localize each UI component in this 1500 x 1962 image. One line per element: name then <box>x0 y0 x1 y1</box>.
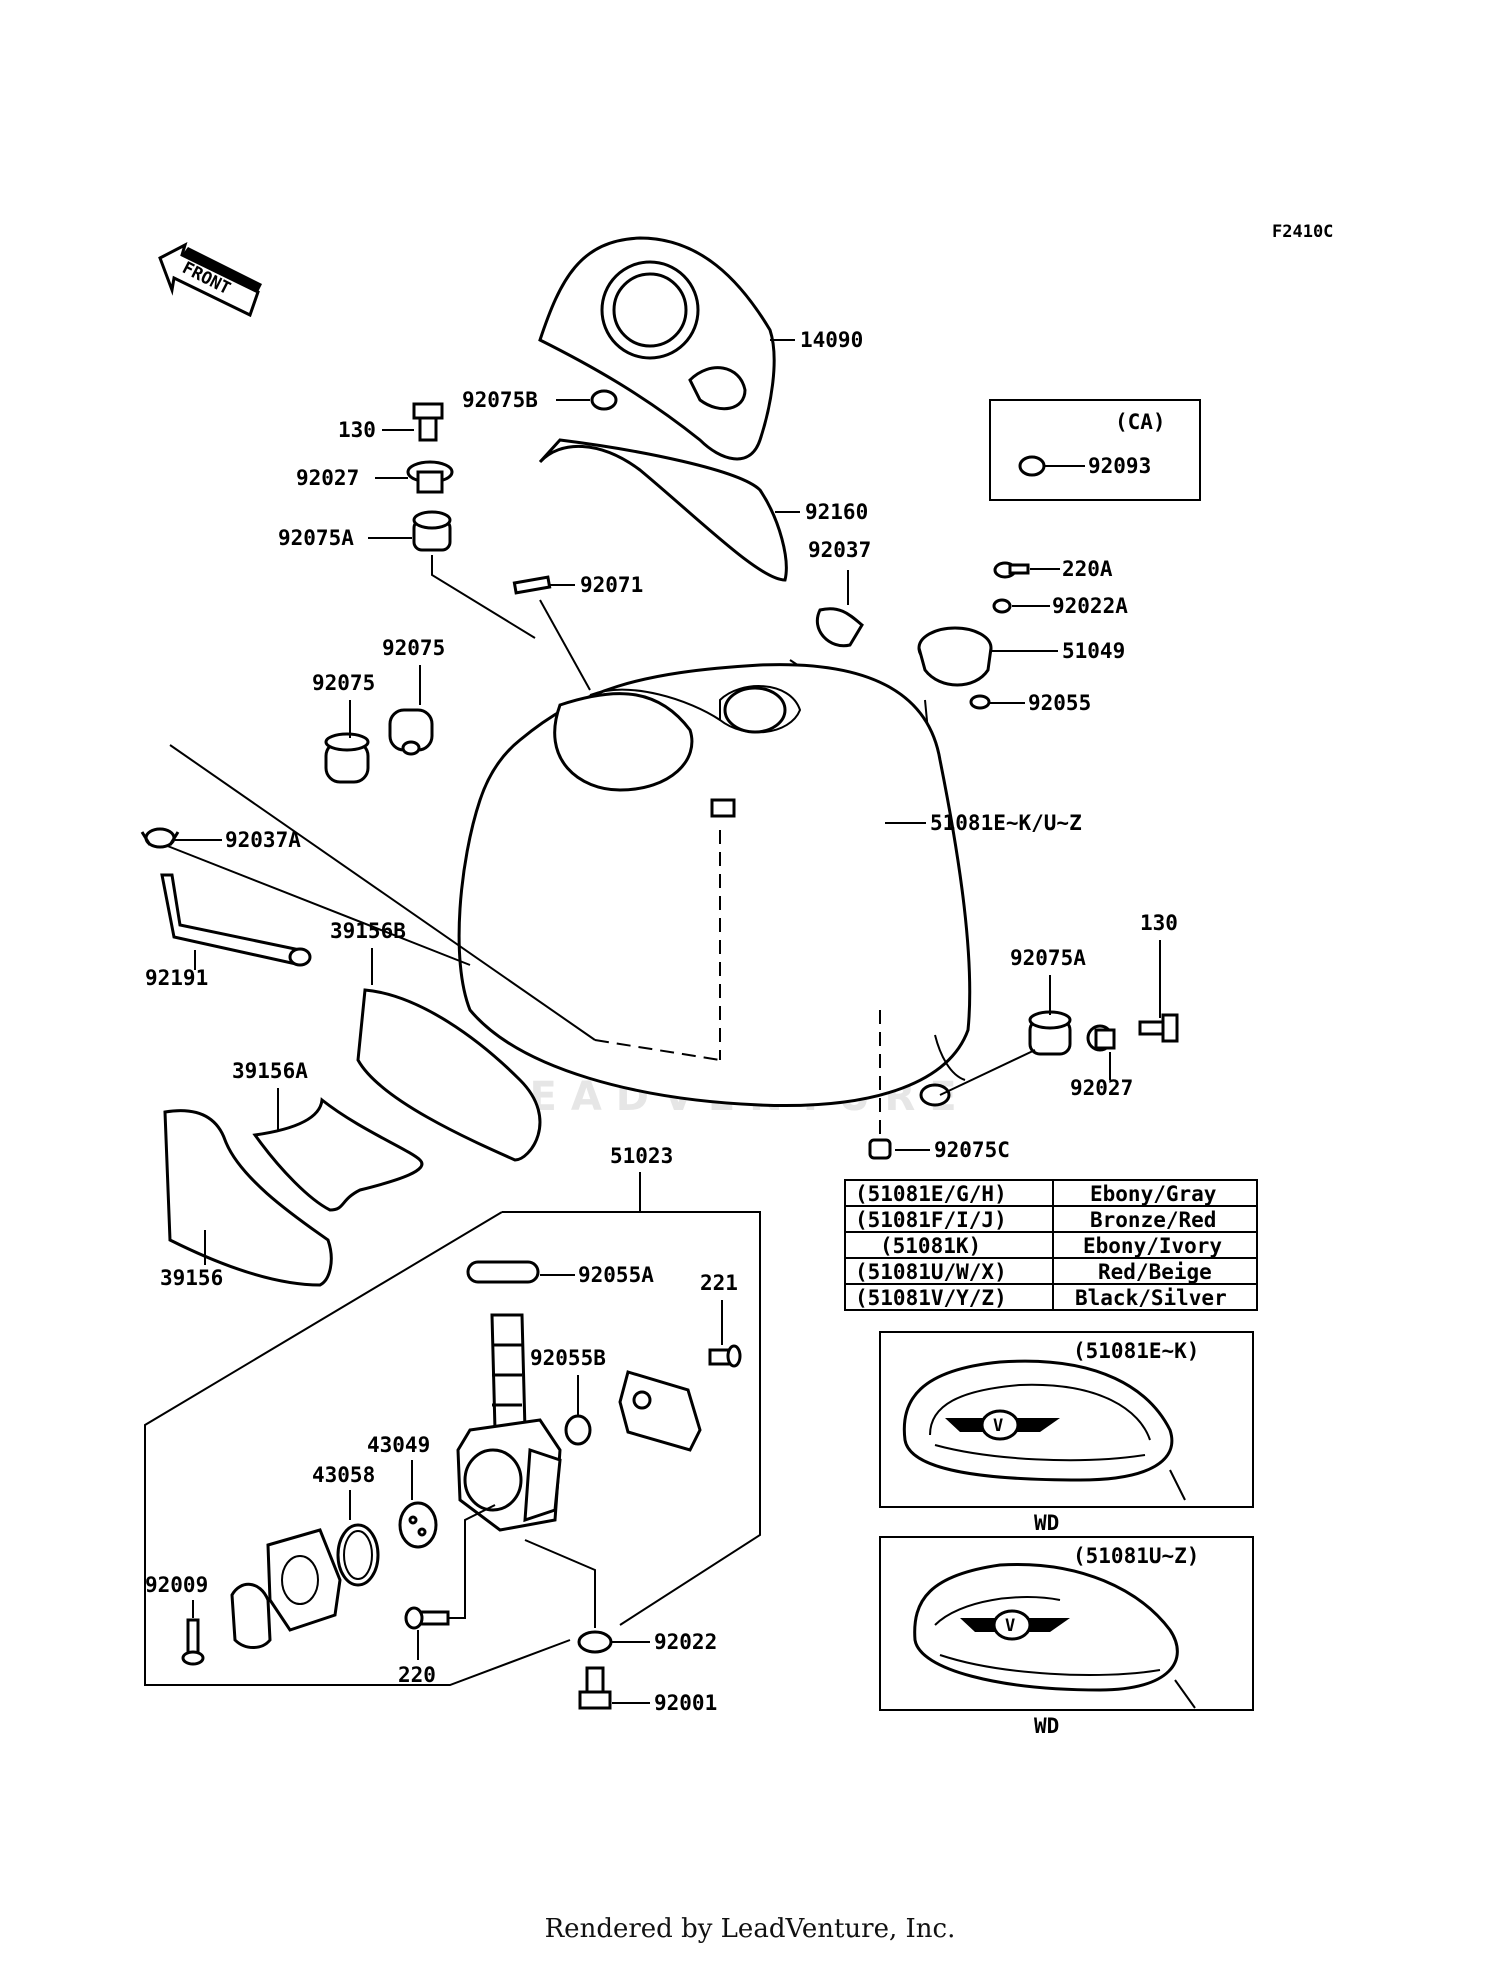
color-name-3: Ebony/Ivory <box>1083 1234 1222 1258</box>
label-92055B: 92055B <box>530 1346 606 1370</box>
color-code-1: (51081E/G/H) <box>855 1182 1007 1206</box>
svg-text:V: V <box>993 1416 1003 1436</box>
label-39156B: 39156B <box>330 919 406 943</box>
label-92055A: 92055A <box>578 1263 654 1287</box>
label-92071: 92071 <box>580 573 643 597</box>
inset-1-label: (51081E~K) <box>1073 1339 1199 1363</box>
label-92075-left: 92075 <box>312 671 375 695</box>
color-code-4: (51081U/W/X) <box>855 1260 1007 1284</box>
label-51081: 51081E~K/U~Z <box>930 811 1082 835</box>
svg-text:V: V <box>1005 1616 1015 1636</box>
label-92037A: 92037A <box>225 828 301 852</box>
inset-1-caption: WD <box>1034 1511 1059 1535</box>
inset-2-label: (51081U~Z) <box>1073 1544 1199 1568</box>
label-39156A: 39156A <box>232 1059 308 1083</box>
footer-credit: Rendered by LeadVenture, Inc. <box>544 1914 956 1944</box>
ca-part: 92093 <box>1088 454 1151 478</box>
label-14090: 14090 <box>800 328 863 352</box>
label-130-right: 130 <box>1140 911 1178 935</box>
label-92075-right: 92075 <box>382 636 445 660</box>
label-92075A-right: 92075A <box>1010 946 1086 970</box>
label-92075A-top: 92075A <box>278 526 354 550</box>
color-code-5: (51081V/Y/Z) <box>855 1286 1007 1310</box>
color-table: (51081E/G/H) Ebony/Gray (51081F/I/J) Bro… <box>844 1179 1258 1311</box>
front-arrow-icon: FRONT <box>158 242 262 318</box>
label-92027-right: 92027 <box>1070 1076 1133 1100</box>
color-code-3: (51081K) <box>880 1234 981 1258</box>
fuel-valve <box>456 1313 562 1532</box>
label-39156: 39156 <box>160 1266 223 1290</box>
label-92022A: 92022A <box>1052 594 1128 618</box>
inset-tank-e-k: (51081E~K) V WD <box>879 1331 1254 1535</box>
color-name-5: Black/Silver <box>1075 1286 1227 1310</box>
color-name-2: Bronze/Red <box>1090 1208 1216 1232</box>
label-92160: 92160 <box>805 500 868 524</box>
label-92037: 92037 <box>808 538 871 562</box>
label-92055: 92055 <box>1028 691 1091 715</box>
inset-tank-u-z: (51081U~Z) V WD <box>879 1536 1254 1738</box>
instrument-cover <box>538 236 776 461</box>
ca-box: (CA) 92093 <box>989 399 1201 501</box>
color-code-2: (51081F/I/J) <box>855 1208 1007 1232</box>
label-92009: 92009 <box>145 1573 208 1597</box>
color-name-4: Red/Beige <box>1098 1260 1212 1284</box>
fuel-tank <box>457 663 972 1135</box>
color-name-1: Ebony/Gray <box>1090 1182 1217 1206</box>
inset-2-caption: WD <box>1034 1714 1059 1738</box>
label-92022: 92022 <box>654 1630 717 1654</box>
label-43049: 43049 <box>367 1433 430 1457</box>
label-221: 221 <box>700 1271 738 1295</box>
label-92027-top: 92027 <box>296 466 359 490</box>
label-51049: 51049 <box>1062 639 1125 663</box>
label-92191: 92191 <box>145 966 208 990</box>
label-92001: 92001 <box>654 1691 717 1715</box>
label-43058: 43058 <box>312 1463 375 1487</box>
label-92075C: 92075C <box>934 1138 1010 1162</box>
ca-title: (CA) <box>1115 410 1166 434</box>
diagram-code: F2410C <box>1272 222 1333 242</box>
label-130-top: 130 <box>338 418 376 442</box>
label-92075B: 92075B <box>462 388 538 412</box>
label-220A: 220A <box>1062 557 1113 581</box>
label-220: 220 <box>398 1663 436 1687</box>
label-51023: 51023 <box>610 1144 673 1168</box>
